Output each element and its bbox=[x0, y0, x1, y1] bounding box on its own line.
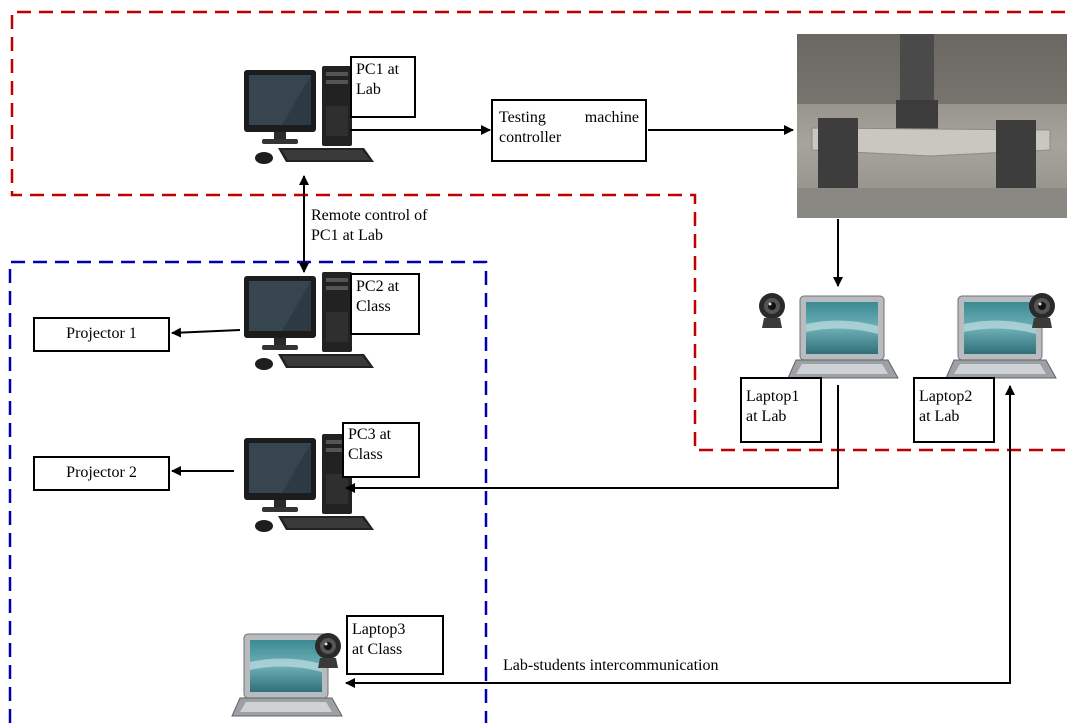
laptop1-webcam-icon bbox=[759, 293, 785, 328]
laptop3-label: Laptop3 at Class bbox=[346, 615, 444, 675]
laptop1-label-text: Laptop1 at Lab bbox=[746, 388, 800, 425]
laptop1-laptop-icon bbox=[787, 295, 899, 379]
remote-control-label: Remote control of PC1 at Lab bbox=[311, 207, 428, 244]
pc1-label-text: PC1 at Lab bbox=[356, 61, 400, 98]
intercommunication-label: Lab-students intercommunication bbox=[503, 657, 719, 674]
arrow-intercommunication bbox=[345, 385, 1015, 688]
arrow-pc2-to-projector1 bbox=[171, 327, 241, 338]
projector1-label-text: Projector 1 bbox=[66, 325, 137, 342]
laptop2-label: Laptop2 at Lab bbox=[913, 377, 995, 443]
controller-label-text: Testing machine controller bbox=[499, 109, 639, 146]
projector1-label: Projector 1 bbox=[33, 317, 170, 352]
laptop1-label: Laptop1 at Lab bbox=[740, 377, 822, 443]
laptop2-label-text: Laptop2 at Lab bbox=[919, 388, 973, 425]
projector2-label-text: Projector 2 bbox=[66, 464, 137, 481]
laptop3-label-text: Laptop3 at Class bbox=[352, 621, 406, 658]
pc3-label: PC3 at Class bbox=[342, 422, 420, 478]
pc3-label-text: PC3 at Class bbox=[348, 426, 392, 463]
projector2-label: Projector 2 bbox=[33, 456, 170, 491]
testing-machine-photo bbox=[797, 34, 1067, 218]
pc2-label: PC2 at Class bbox=[350, 273, 420, 335]
pc2-label-text: PC2 at Class bbox=[356, 278, 400, 315]
pc1-label: PC1 at Lab bbox=[350, 56, 416, 118]
controller-label: Testing machine controller bbox=[491, 99, 647, 162]
